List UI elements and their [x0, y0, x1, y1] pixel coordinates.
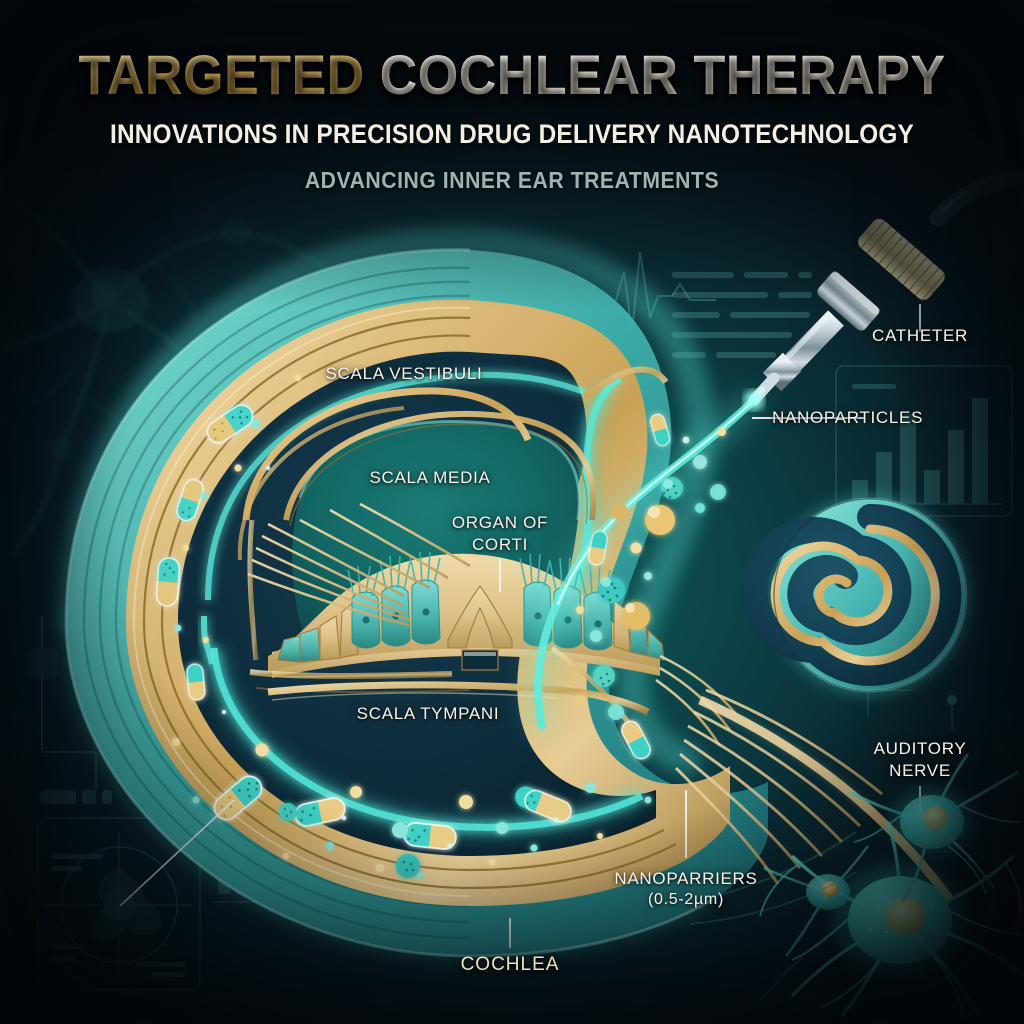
infographic-canvas: TARGETED COCHLEAR THERAPY INNOVATIONS IN… — [0, 0, 1024, 1024]
frame-shadow — [0, 0, 1024, 1024]
vignette-overlay — [0, 0, 1024, 1024]
